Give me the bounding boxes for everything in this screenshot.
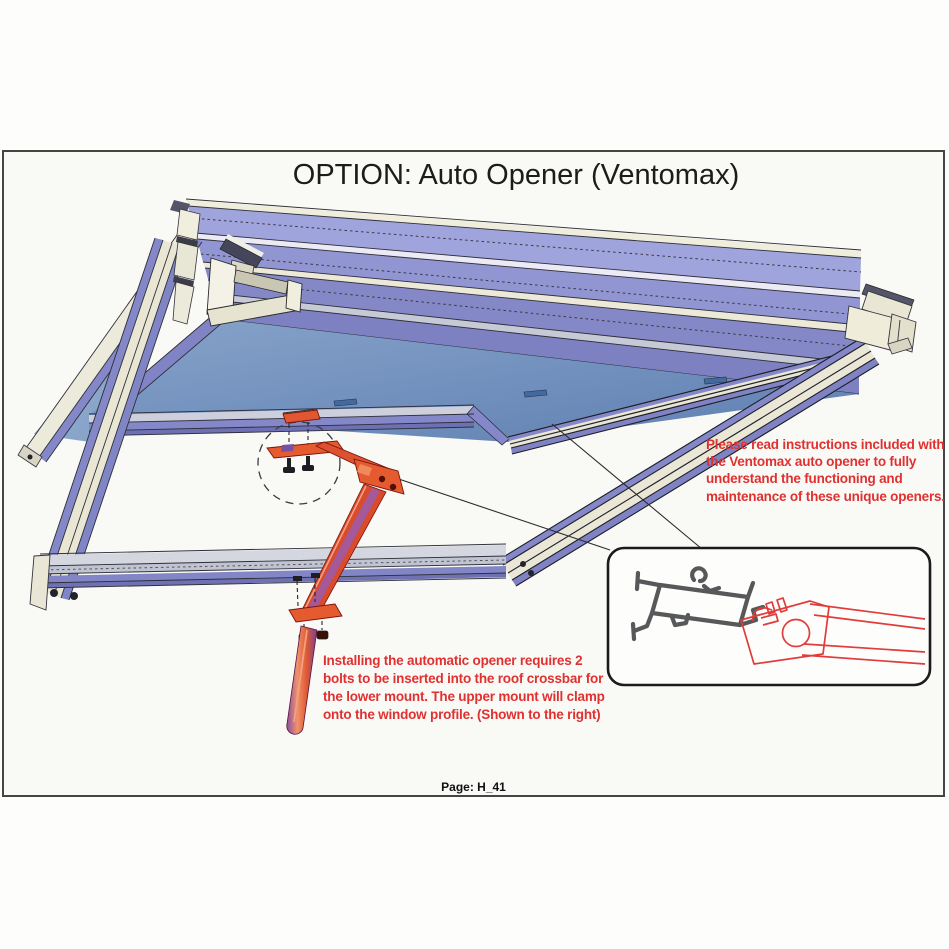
opener-clamp-outline (740, 597, 926, 665)
page-number: Page: H_41 (441, 780, 506, 794)
window-right-frame (507, 347, 869, 455)
beam-right-end-cap (844, 283, 917, 355)
auto-opener-mechanism (257, 408, 405, 735)
document-page: OPTION: Auto Opener (Ventomax) (2, 150, 945, 797)
left-rafter (36, 237, 188, 601)
glass-clips (333, 376, 728, 407)
roof-crossbar (29, 543, 534, 611)
opener-upper-clamp (282, 409, 321, 424)
ridge-beam (185, 198, 862, 395)
opener-lower-mount (288, 603, 343, 623)
beam-left-connector (170, 200, 303, 327)
roof-window-illustration (17, 198, 932, 735)
detail-dashed-circle (257, 421, 341, 505)
callout-leader-lines (371, 423, 703, 551)
window-sash (88, 313, 869, 455)
profile-clamp-inset (606, 546, 932, 687)
crossbar-bolt (70, 592, 78, 600)
window-bottom-rail (88, 404, 510, 446)
opener-piston-tube (286, 625, 318, 735)
annotation-installation: Installing the automatic opener requires… (323, 653, 605, 722)
lower-mount-bolts (293, 573, 320, 607)
page-title: OPTION: Auto Opener (Ventomax) (292, 159, 740, 191)
crossbar-bolt (50, 589, 58, 597)
annotation-read-instructions: Please read instructions included with t… (706, 437, 945, 504)
right-rafter (499, 336, 880, 587)
